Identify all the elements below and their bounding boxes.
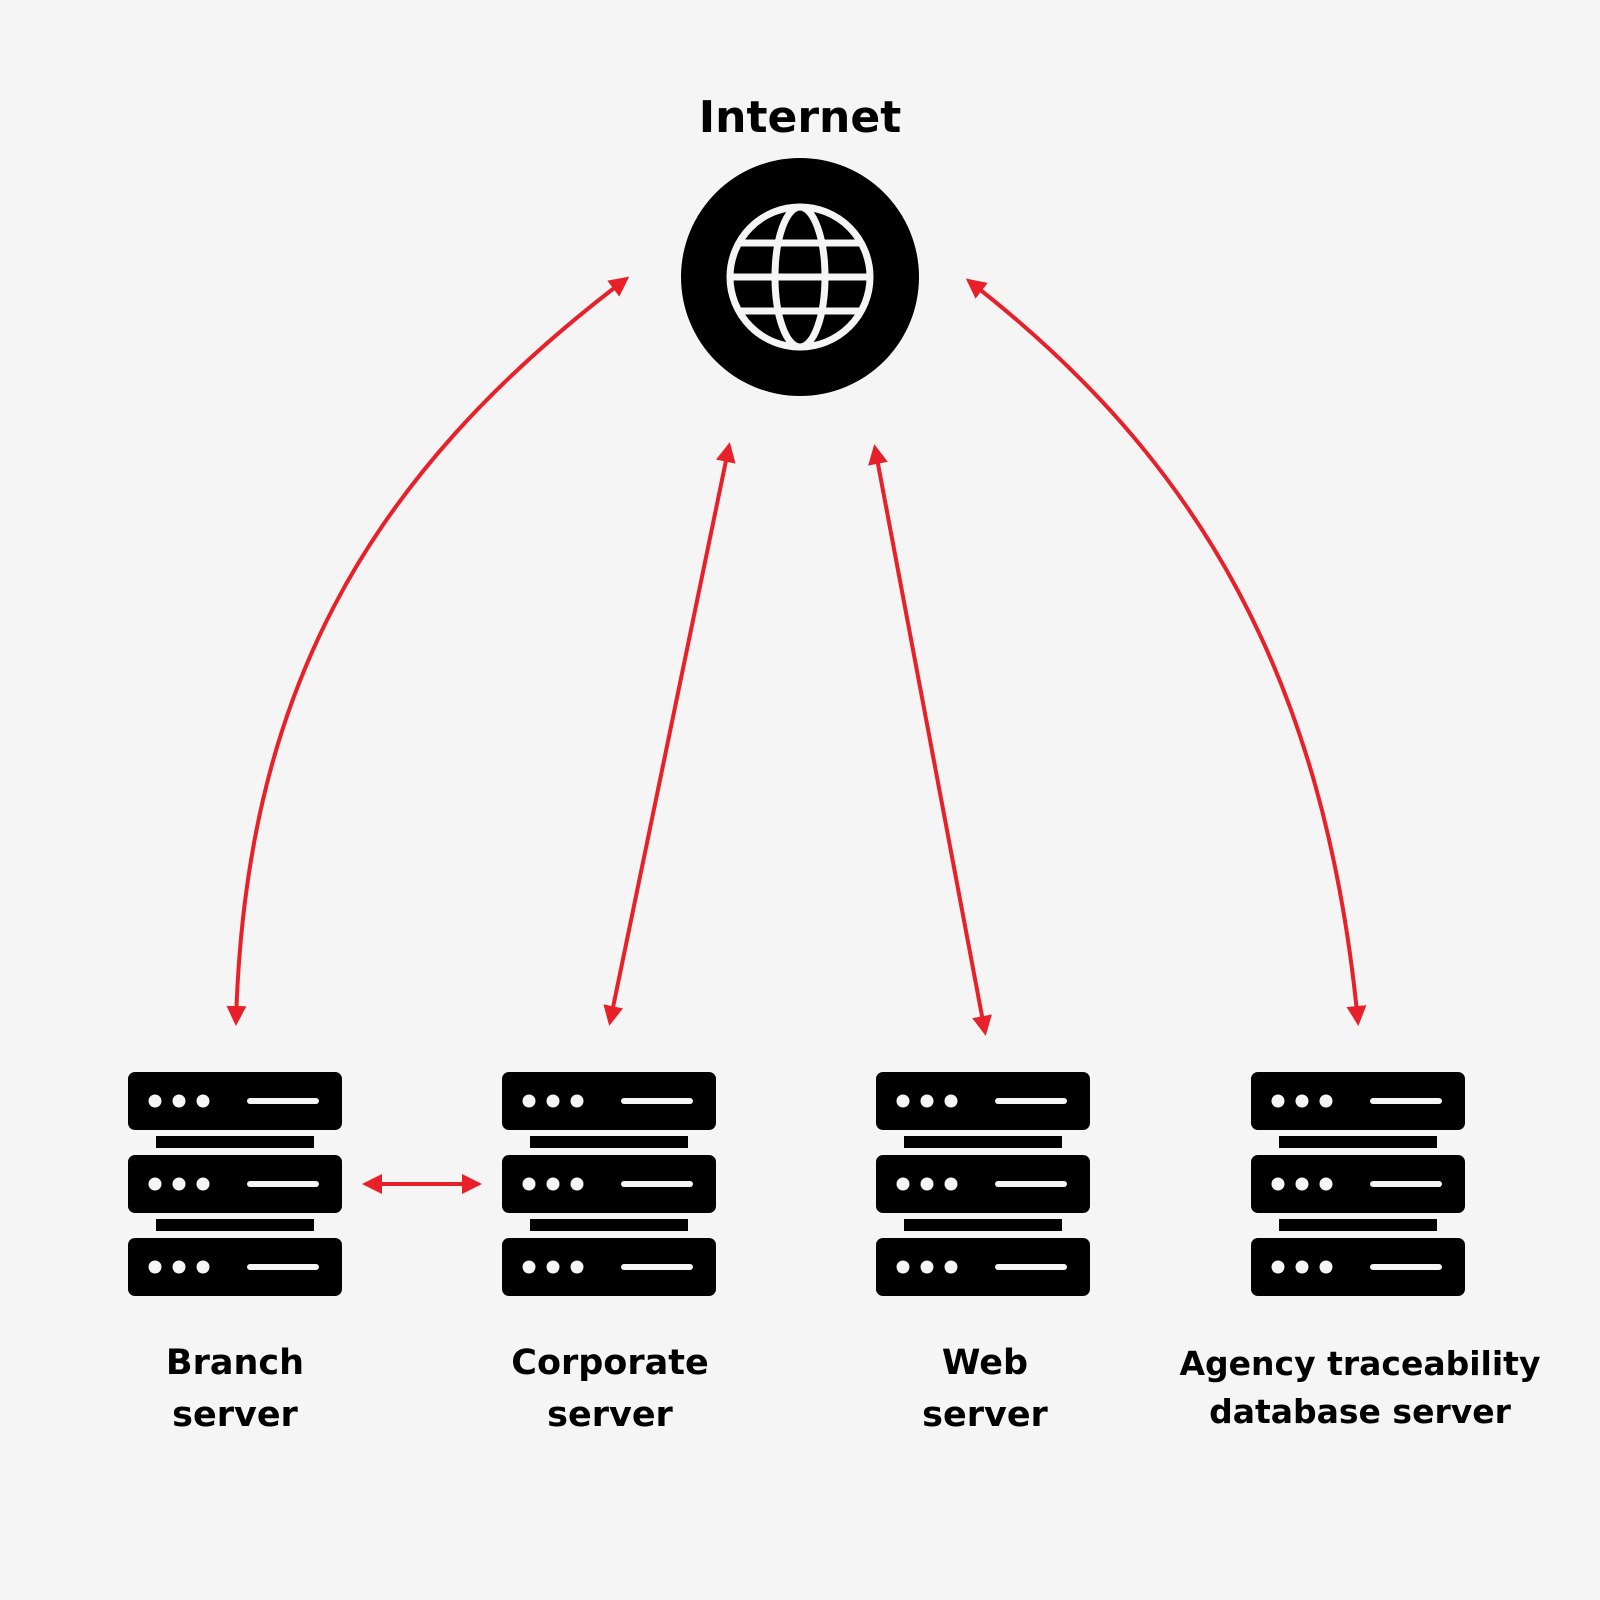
arrow-agency-internet [965,278,1367,1026]
agency-database-server-icon [1251,1072,1465,1296]
web-server-label-line2: server [922,1395,1048,1435]
corporate-server-label-line1: Corporate [511,1343,709,1383]
web-server-label-line1: Web [941,1343,1029,1383]
agency-server-label-line2: database server [1209,1392,1511,1431]
arrow-corporate-internet [603,442,736,1026]
arrow-web-internet [868,444,992,1036]
branch-server-label-line1: Branch [165,1343,305,1383]
web-server-label: Web server [835,1337,1135,1441]
branch-server-label: Branch server [85,1337,385,1441]
corporate-server-icon [502,1072,716,1296]
arrow-branch-internet [226,276,630,1026]
agency-server-label: Agency traceability database server [1140,1340,1580,1436]
internet-label: Internet [698,92,902,143]
corporate-server-label-line2: server [547,1395,673,1435]
agency-server-label-line1: Agency traceability [1179,1344,1541,1383]
branch-server-label-line2: server [172,1395,298,1435]
branch-server-icon [128,1072,342,1296]
web-server-icon [876,1072,1090,1296]
corporate-server-label: Corporate server [460,1337,760,1441]
globe-icon [681,158,919,396]
